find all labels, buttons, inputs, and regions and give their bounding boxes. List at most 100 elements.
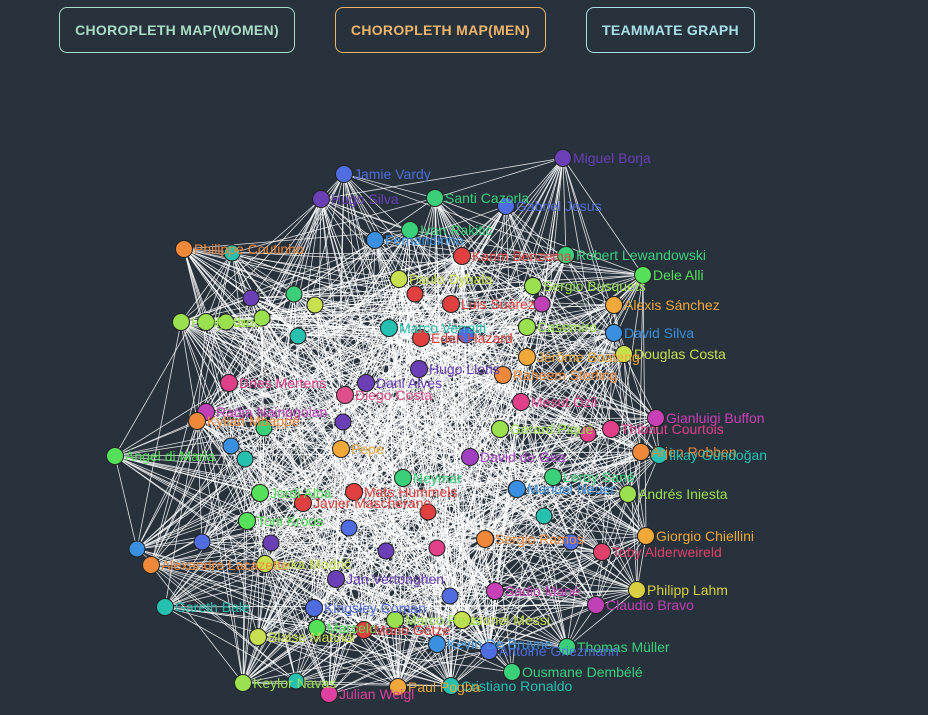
player-node[interactable] <box>308 619 326 637</box>
player-node[interactable] <box>461 448 479 466</box>
player-node[interactable] <box>605 324 623 342</box>
player-node[interactable] <box>366 231 384 249</box>
player-node[interactable] <box>320 685 338 703</box>
player-node[interactable] <box>441 587 459 605</box>
player-node[interactable] <box>327 570 345 588</box>
player-node[interactable] <box>106 447 124 465</box>
player-node[interactable] <box>289 327 307 345</box>
player-node[interactable] <box>579 425 597 443</box>
player-node[interactable] <box>628 581 646 599</box>
player-node[interactable] <box>428 539 446 557</box>
choropleth-map-women-button[interactable]: CHOROPLETH MAP(WOMEN) <box>59 7 295 53</box>
player-node[interactable] <box>256 555 274 573</box>
player-node[interactable] <box>345 483 363 501</box>
player-node[interactable] <box>480 642 498 660</box>
player-node[interactable] <box>406 285 424 303</box>
player-node[interactable] <box>175 240 193 258</box>
player-node[interactable] <box>285 285 303 303</box>
player-node[interactable] <box>428 635 446 653</box>
player-node[interactable] <box>518 318 536 336</box>
player-node[interactable] <box>410 360 428 378</box>
player-node[interactable] <box>340 519 358 537</box>
player-node[interactable] <box>442 677 460 695</box>
player-node[interactable] <box>390 270 408 288</box>
player-node[interactable] <box>453 611 471 629</box>
player-node[interactable] <box>335 165 353 183</box>
player-node[interactable] <box>305 599 323 617</box>
player-node[interactable] <box>334 413 352 431</box>
player-node[interactable] <box>486 582 504 600</box>
player-node[interactable] <box>518 348 536 366</box>
player-node[interactable] <box>236 450 254 468</box>
player-node[interactable] <box>619 485 637 503</box>
teammate-graph-button[interactable]: TEAMMATE GRAPH <box>586 7 755 53</box>
player-node[interactable] <box>193 533 211 551</box>
player-node[interactable] <box>386 611 404 629</box>
player-node[interactable] <box>557 246 575 264</box>
player-node[interactable] <box>562 533 580 551</box>
player-node[interactable] <box>156 598 174 616</box>
player-node[interactable] <box>262 534 280 552</box>
player-node[interactable] <box>222 437 240 455</box>
player-node[interactable] <box>535 507 553 525</box>
player-node[interactable] <box>419 503 437 521</box>
player-node[interactable] <box>476 530 494 548</box>
player-node[interactable] <box>647 409 665 427</box>
player-node[interactable] <box>294 494 312 512</box>
player-node[interactable] <box>491 420 509 438</box>
player-node[interactable] <box>306 296 324 314</box>
player-node[interactable] <box>558 638 576 656</box>
player-node[interactable] <box>389 678 407 696</box>
player-node[interactable] <box>238 512 256 530</box>
player-node[interactable] <box>401 221 419 239</box>
player-node[interactable] <box>605 296 623 314</box>
player-node[interactable] <box>508 480 526 498</box>
player-node[interactable] <box>377 542 395 560</box>
player-node[interactable] <box>615 345 633 363</box>
player-node[interactable] <box>494 366 512 384</box>
player-node[interactable] <box>632 443 650 461</box>
player-node[interactable] <box>220 374 238 392</box>
player-node[interactable] <box>332 440 350 458</box>
player-node[interactable] <box>394 469 412 487</box>
player-node[interactable] <box>251 484 269 502</box>
player-node[interactable] <box>593 543 611 561</box>
player-node[interactable] <box>457 326 475 344</box>
player-node[interactable] <box>497 197 515 215</box>
player-node[interactable] <box>426 189 444 207</box>
player-node[interactable] <box>253 309 271 327</box>
player-node[interactable] <box>533 295 551 313</box>
player-node[interactable] <box>602 420 620 438</box>
player-node[interactable] <box>587 596 605 614</box>
player-node[interactable] <box>355 621 373 639</box>
player-node[interactable] <box>336 386 354 404</box>
player-node[interactable] <box>650 446 668 464</box>
player-node[interactable] <box>637 527 655 545</box>
player-node[interactable] <box>188 412 206 430</box>
player-node[interactable] <box>312 190 330 208</box>
player-node[interactable] <box>223 244 241 262</box>
player-node[interactable] <box>287 672 305 690</box>
player-node[interactable] <box>172 313 190 331</box>
player-node[interactable] <box>380 319 398 337</box>
choropleth-map-men-button[interactable]: CHOROPLETH MAP(MEN) <box>335 7 546 53</box>
player-node[interactable] <box>503 663 521 681</box>
player-node[interactable] <box>442 295 460 313</box>
player-node[interactable] <box>242 289 260 307</box>
player-node[interactable] <box>234 674 252 692</box>
player-node[interactable] <box>142 556 160 574</box>
player-node[interactable] <box>217 313 235 331</box>
player-node[interactable] <box>197 313 215 331</box>
player-node[interactable] <box>453 247 471 265</box>
player-node[interactable] <box>544 468 562 486</box>
player-node[interactable] <box>249 628 267 646</box>
player-node[interactable] <box>512 393 530 411</box>
player-node[interactable] <box>412 329 430 347</box>
player-node[interactable] <box>524 277 542 295</box>
player-node[interactable] <box>357 374 375 392</box>
player-node[interactable] <box>255 419 273 437</box>
player-node[interactable] <box>128 540 146 558</box>
player-node[interactable] <box>634 266 652 284</box>
player-node[interactable] <box>554 149 572 167</box>
